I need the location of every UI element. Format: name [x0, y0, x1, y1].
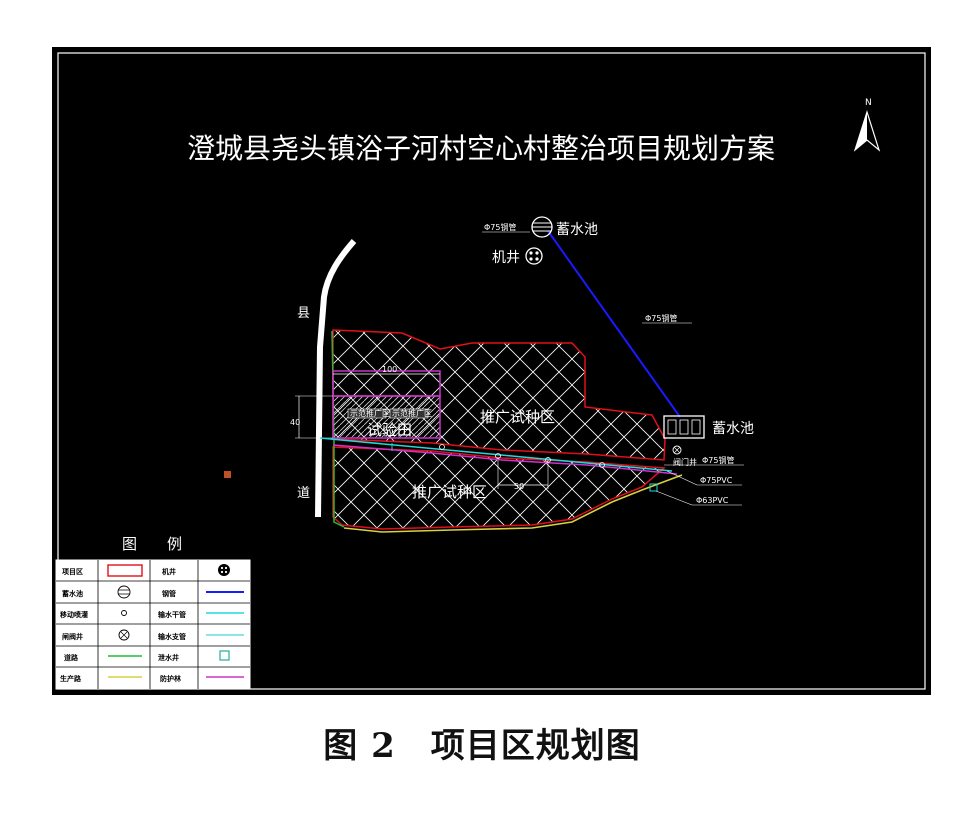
cistern-right-label: 蓄水池 — [712, 421, 754, 437]
sprinkler-1 — [439, 444, 445, 450]
plan-title: 澄城县尧头镇浴子河村空心村整治项目规划方案 — [187, 132, 775, 165]
legend-valve-icon — [118, 629, 130, 641]
well-label: 机井 — [492, 250, 520, 266]
cistern-right-icon — [663, 415, 705, 439]
legend-right-2: 输水干管 — [158, 610, 186, 619]
pipe-right-3-label: Φ63PVC — [696, 496, 729, 505]
legend-right-3: 输水支管 — [158, 632, 186, 641]
trial-sub-box-2 — [389, 408, 429, 419]
legend-sprinkler-icon — [121, 610, 127, 616]
sprinkler-2 — [495, 453, 501, 459]
legend-left-5: 生产路 — [60, 674, 82, 683]
dim-100: 100 — [382, 365, 397, 374]
legend-left-2: 移动喷灌 — [60, 610, 88, 619]
valve-well-icon — [672, 445, 682, 455]
legend-cistern-icon — [117, 585, 131, 599]
pipe-top-label: Φ75钢管 — [484, 222, 516, 232]
project-area-south — [332, 446, 666, 530]
pipe-right-1-label: Φ75钢管 — [702, 455, 734, 465]
pipe-right-3-leader — [655, 490, 693, 506]
figure-caption: 图 2 项目区规划图 — [323, 726, 641, 766]
trial-sub-box-1 — [347, 408, 387, 419]
county-road — [315, 239, 357, 518]
legend-right-0: 机井 — [162, 567, 176, 576]
cistern-top-label: 蓄水池 — [556, 222, 598, 238]
steel-pipe-label: Φ75钢管 — [645, 313, 677, 323]
north-arrow-icon: N — [853, 98, 881, 152]
pipe-right-2-label: Φ75PVC — [700, 476, 733, 485]
drain-well-icon — [649, 483, 658, 492]
trial-field-label: 试验田 — [367, 421, 412, 439]
trial-sub-label-1: 示范推广区 — [350, 408, 390, 418]
legend-right-5: 防护林 — [160, 674, 182, 683]
legend-left-4: 道路 — [64, 653, 79, 662]
legend-left-0: 项目区 — [62, 567, 83, 576]
field-road-south — [343, 474, 683, 533]
trial-sub-label-2: 示范推广区 — [392, 408, 432, 418]
legend-left-1: 蓄水池 — [62, 589, 83, 598]
pipe-right-2-leader — [666, 470, 698, 486]
dim-50: 50 — [514, 482, 524, 491]
marker-square — [224, 471, 231, 478]
legend-title: 图 例 — [122, 535, 182, 553]
promo-zone-north-label: 推广试种区 — [480, 408, 555, 426]
legend-well-icon — [218, 564, 230, 576]
legend-box — [55, 559, 251, 690]
valve-well-label: 阀门井 — [673, 457, 697, 467]
legend-drain-well-icon — [219, 650, 230, 661]
legend-right-4: 泄水井 — [158, 653, 179, 662]
plan-svg: 澄城县尧头镇浴子河村空心村整治项目规划方案 N 县 道 示范推广区 示范推广区 … — [55, 52, 926, 690]
road-char-road: 道 — [297, 486, 310, 501]
legend: 图 例 项目区 机井 蓄水池 钢管 移动喷灌 输水干管 — [55, 535, 251, 690]
cistern-top-icon — [531, 216, 553, 238]
sprinkler-3 — [545, 457, 551, 463]
drawing-frame — [57, 52, 926, 690]
project-area-north — [332, 329, 666, 461]
steel-pipe — [547, 230, 681, 418]
svg-text:N: N — [865, 98, 872, 108]
promo-zone-south-label: 推广试种区 — [412, 483, 487, 501]
plan-drawing: 澄城县尧头镇浴子河村空心村整治项目规划方案 N 县 道 示范推广区 示范推广区 … — [52, 47, 931, 695]
legend-left-3: 闸阀井 — [62, 632, 83, 641]
shelterbelt-line — [332, 444, 678, 475]
legend-right-1: 钢管 — [162, 589, 176, 598]
road-char-county: 县 — [297, 306, 310, 321]
dim-40: 40 — [290, 418, 300, 427]
sprinkler-4 — [599, 462, 605, 468]
legend-project-area-swatch — [107, 564, 143, 577]
well-icon — [525, 247, 543, 265]
